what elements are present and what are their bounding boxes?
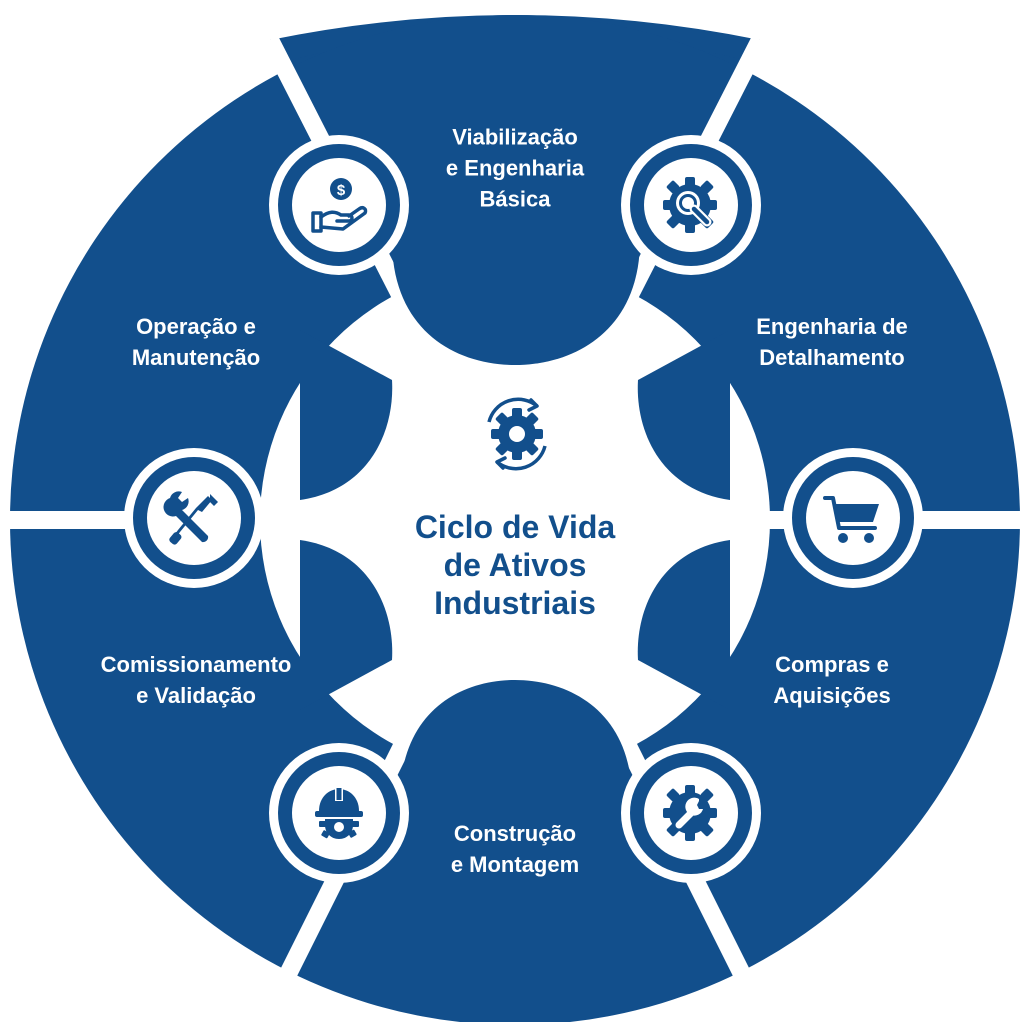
badge-operacao — [124, 448, 264, 588]
svg-text:$: $ — [337, 182, 346, 199]
wrench-screwdriver-icon — [163, 491, 218, 545]
badge-comissionamento — [269, 743, 409, 883]
money-hand-icon: $ — [311, 178, 368, 233]
label-operacao: Operação e Manutenção — [131, 314, 261, 370]
label-comissionamento: Comissionamento e Validação — [100, 652, 292, 708]
segment-right-lower-lobe — [637, 540, 730, 710]
segment-top-lobe — [392, 240, 640, 365]
segment-right-upper-lobe — [637, 330, 730, 500]
diagram-title: Ciclo de Vida de Ativos Industriais — [414, 509, 616, 621]
cycle-gear-icon — [487, 397, 547, 471]
segment-left-upper-lobe — [300, 330, 393, 500]
hard-hat-gear-icon — [315, 787, 363, 839]
badge-engenharia-detalhamento — [621, 135, 761, 275]
segment-bottom-lobe — [400, 680, 632, 800]
segment-left-lower-lobe — [300, 540, 393, 710]
shopping-cart-icon — [823, 496, 879, 543]
badge-viabilizacao: $ — [269, 135, 409, 275]
badge-compras — [783, 448, 923, 588]
gear-wrench-icon — [663, 785, 717, 841]
label-construcao: Construção e Montagem — [450, 821, 580, 877]
label-engenharia-detalhamento: Engenharia de Detalhamento — [756, 314, 908, 370]
badge-construcao — [621, 743, 761, 883]
label-compras: Compras e Aquisições — [773, 652, 891, 708]
gear-magnifier-icon — [663, 177, 717, 233]
label-viabilizacao: Viabilização e Engenharia Básica — [445, 124, 585, 212]
